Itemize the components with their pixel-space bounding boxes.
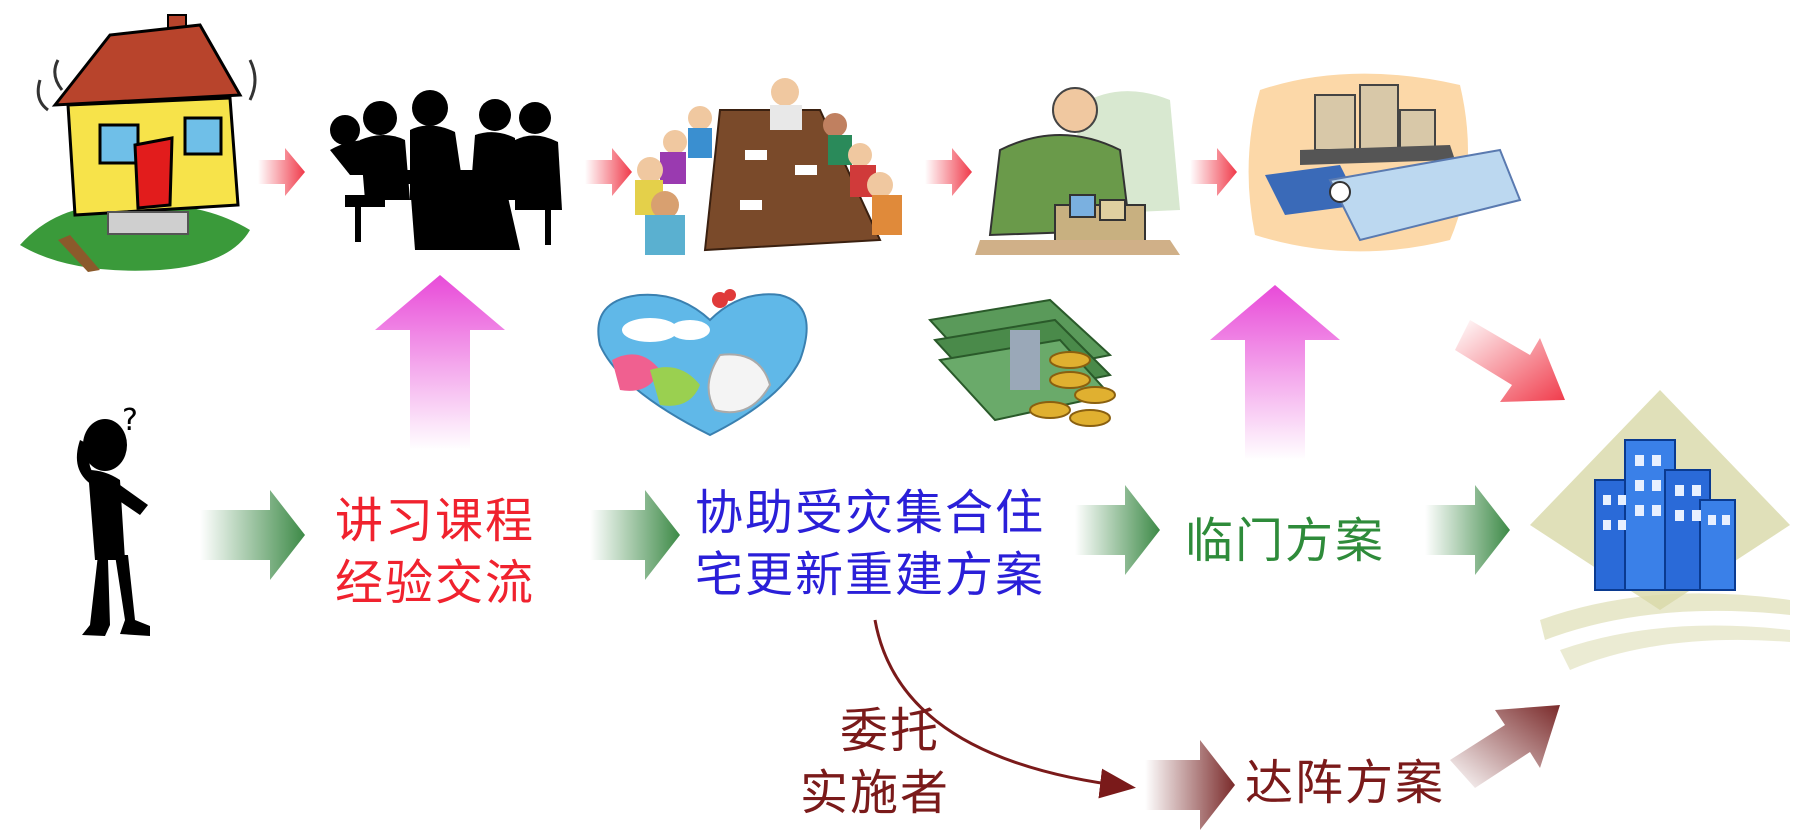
- assist-label: 协助受灾集合住 宅更新重建方案: [695, 482, 1045, 606]
- course-label-line2: 经验交流: [335, 555, 536, 611]
- silhouette-meeting-icon: [330, 90, 562, 250]
- assist-label-line1: 协助受灾集合住: [695, 485, 1046, 541]
- up-arrow-course: [375, 275, 505, 450]
- blueprints-model-icon: [1248, 73, 1522, 252]
- adjacent-plan-label: 临门方案: [1185, 513, 1386, 569]
- green-arrow-3: [1075, 485, 1160, 575]
- up-arrow-adjacent: [1210, 285, 1340, 460]
- course-label-line1: 讲习课程: [335, 493, 536, 549]
- top-arrow-4: [1190, 148, 1237, 196]
- maroon-arrow-1: [1145, 740, 1235, 830]
- assist-label-line2: 宅更新重建方案: [695, 547, 1046, 603]
- svg-text:?: ?: [122, 403, 138, 438]
- entrust-label-line1: 委托: [840, 703, 941, 759]
- conference-table-icon: [635, 78, 902, 255]
- entrust-label-line2: 实施者: [800, 765, 951, 821]
- maroon-arrow-2: [1450, 705, 1560, 788]
- top-arrow-1: [258, 148, 305, 196]
- green-arrow-2: [590, 490, 680, 580]
- confused-person-icon: ?: [76, 403, 150, 636]
- top-arrow-2: [585, 148, 632, 196]
- money-coins-icon: [928, 298, 1116, 427]
- entrust-curve-arrow: [873, 619, 1136, 799]
- planner-with-model-icon: [975, 87, 1180, 255]
- entrust-label: 委托 实施者: [800, 700, 950, 824]
- damaged-house-icon: [20, 14, 257, 272]
- city-buildings-icon: [1530, 390, 1790, 670]
- daz-plan-label: 达阵方案: [1245, 755, 1446, 811]
- red-arrow-to-city: [1455, 320, 1565, 402]
- green-arrow-4: [1425, 485, 1510, 575]
- course-label: 讲习课程 经验交流: [335, 490, 535, 614]
- green-arrow-1: [200, 490, 305, 580]
- heart-birds-icon: [597, 289, 808, 437]
- top-arrow-3: [925, 148, 972, 196]
